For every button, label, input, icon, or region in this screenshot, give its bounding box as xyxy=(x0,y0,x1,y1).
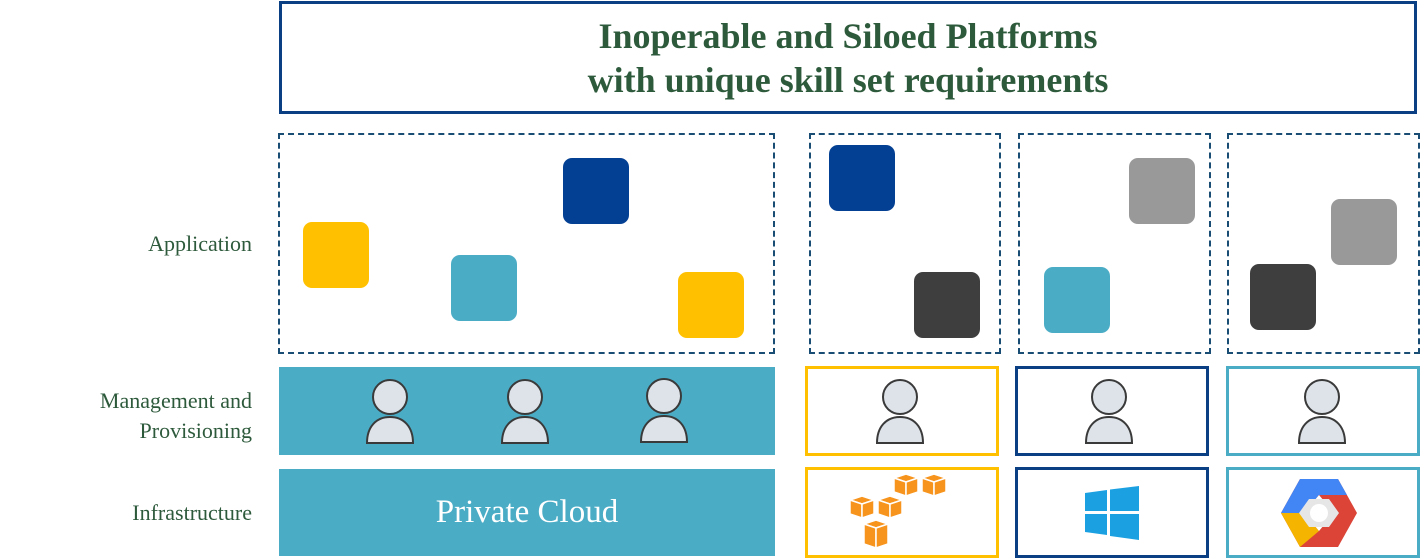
google-cloud-icon xyxy=(1281,479,1357,547)
person-icon xyxy=(639,378,689,443)
app-tile-teal xyxy=(451,255,517,321)
label-application: Application xyxy=(148,231,252,256)
infrastructure-box-azure xyxy=(1015,467,1209,558)
label-infrastructure: Infrastructure xyxy=(132,500,252,525)
person-icon xyxy=(365,379,415,444)
person-icon xyxy=(1084,379,1134,444)
app-tile-yellow xyxy=(678,272,744,338)
title-box: Inoperable and Siloed Platforms with uni… xyxy=(279,1,1417,114)
person-icon xyxy=(1297,379,1347,444)
app-tile-gray xyxy=(1129,158,1195,224)
private-cloud-label: Private Cloud xyxy=(435,494,619,530)
label-management-line-1: Management and xyxy=(99,388,252,413)
person-icon xyxy=(500,379,550,444)
label-management-line-2: Provisioning xyxy=(139,418,252,443)
title-line-2: with unique skill set requirements xyxy=(587,59,1109,100)
person-icon xyxy=(875,379,925,444)
app-tile-dark xyxy=(914,272,980,338)
app-tile-navy xyxy=(829,145,895,211)
aws-icon xyxy=(847,473,949,550)
app-tile-gray xyxy=(1331,199,1397,265)
windows-azure-icon xyxy=(1085,486,1139,540)
label-management: Management and Provisioning xyxy=(22,386,252,446)
app-tile-teal xyxy=(1044,267,1110,333)
app-tile-yellow xyxy=(303,222,369,288)
title-line-1: Inoperable and Siloed Platforms xyxy=(598,15,1098,56)
private-cloud-bar: Private Cloud xyxy=(279,469,775,556)
app-tile-dark xyxy=(1250,264,1316,330)
app-tile-navy xyxy=(563,158,629,224)
